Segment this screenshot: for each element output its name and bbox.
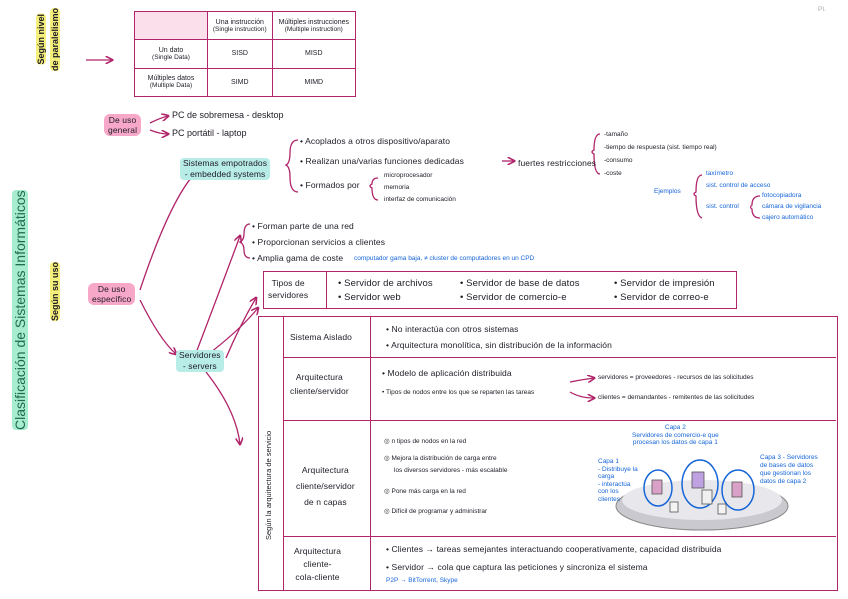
arch-row-divider-3 (283, 536, 836, 537)
example-1: taxímetro (706, 170, 734, 177)
restriction-2: -tiempo de respuesta (sist. tiempo real) (604, 144, 717, 151)
flynn-row-multiple-data: Múltiples datos(Multiple Data) (134, 67, 208, 97)
p2p-note: P2P → BitTorrent, Skype (386, 577, 458, 584)
isolated-bullet-1: No interactúa con otros sistemas (386, 324, 519, 334)
n-tier-bullet-3: ◎ Pone más carga en la red (384, 488, 466, 495)
architecture-box (258, 316, 838, 591)
restriction-4: -coste (604, 170, 622, 177)
client-server-bullet-1: Modelo de aplicación distribuida (382, 368, 512, 378)
n-tier-bullet-2: ◎ Mejora la distribución de carga entre (384, 455, 497, 462)
example-3: sist. control (706, 203, 739, 210)
servers-label: Servidores- servers (176, 350, 224, 372)
arch-side-label: Según la arquitectura de servicio (264, 430, 273, 540)
p2p-bullet-2: Servidor → cola que captura las peticion… (386, 562, 648, 572)
server-type-files: Servidor de archivos (338, 278, 433, 289)
arch-row-divider-2 (283, 420, 836, 421)
arch-name-divider (370, 316, 371, 590)
flynn-col-single-instruction: Una instrucción(Single instruction) (207, 11, 273, 40)
client-server-clients: clientes = demandantes - remitentes de l… (598, 394, 755, 401)
client-server-bullet-2: Tipos de nodos entre los que se reparten… (382, 389, 534, 396)
embedded-part-2: memoria (384, 184, 410, 191)
embedded-part-1: microprocesador (384, 172, 433, 179)
flynn-mimd: MIMD (271, 67, 357, 97)
examples-label: Ejemplos (654, 188, 681, 195)
restriction-3: -consumo (604, 157, 633, 164)
embedded-part-3: interfaz de comunicación (384, 196, 456, 203)
flynn-sisd: SISD (207, 39, 273, 69)
server-type-web: Servidor web (338, 292, 401, 303)
embedded-bullet-1: Acoplados a otros dispositivo/aparato (300, 136, 450, 146)
embedded-bullet-2: Realizan una/varias funciones dedicadas (300, 156, 464, 166)
laptop-item: PC portátil - laptop (172, 128, 247, 138)
embedded-bullet-3: Formados por (300, 180, 360, 190)
embedded-restrictions-label: fuertes restricciones (518, 158, 597, 168)
flynn-misd: MISD (271, 39, 357, 69)
n-tier-bullet-2b: los diversos servidores - más escalable (394, 467, 508, 474)
n-tier-illustration (615, 459, 789, 531)
server-types-box (263, 271, 737, 309)
n-tier-bullet-1: ◎ n tipos de nodos en la red (384, 438, 467, 445)
example-4: fotocopiadora (762, 192, 802, 199)
flynn-table: Una instrucción(Single instruction) Múlt… (134, 11, 357, 97)
flynn-row-single-data: Un dato(Single Data) (134, 39, 208, 69)
server-types-divider (326, 271, 327, 308)
flynn-simd: SIMD (207, 67, 273, 97)
isolated-name: Sistema Aislado (290, 332, 352, 342)
servers-bullet-1: Forman parte de una red (252, 221, 354, 231)
page-ref: PI. (818, 6, 826, 13)
server-type-ecommerce: Servidor de comercio-e (460, 292, 567, 303)
servers-cost-note: computador gama baja, ≠ cluster de compu… (354, 255, 535, 262)
n-tier-bullet-4: ◎ Difícil de programar y administrar (384, 508, 488, 515)
embedded-label: Sistemas empotrados- embedded systems (180, 158, 271, 180)
flynn-col-multiple-instruction: Múltiples instrucciones(Multiple instruc… (271, 11, 357, 40)
desktop-item: PC de sobremesa - desktop (172, 110, 284, 120)
server-type-mail: Servidor de correo-e (614, 292, 709, 303)
example-6: cajero automático (762, 214, 814, 221)
isolated-bullet-2: Arquitectura monolítica, sin distribució… (386, 340, 612, 350)
servers-bullet-3: Amplia gama de coste (252, 253, 343, 263)
p2p-bullet-1: Clientes → tareas semejantes interactuan… (386, 544, 722, 554)
arch-side-divider (283, 316, 284, 590)
server-type-database: Servidor de base de datos (460, 278, 580, 289)
example-5: cámara de vigilancia (762, 203, 822, 210)
example-2: sist. control de acceso (706, 182, 771, 189)
restriction-1: -tamaño (604, 131, 628, 138)
arch-row-divider-1 (283, 357, 836, 358)
server-type-print: Servidor de impresión (614, 278, 715, 289)
client-server-providers: servidores = proveedores - recursos de l… (598, 374, 754, 381)
flynn-corner (134, 11, 208, 40)
servers-bullet-2: Proporcionan servicios a clientes (252, 237, 385, 247)
